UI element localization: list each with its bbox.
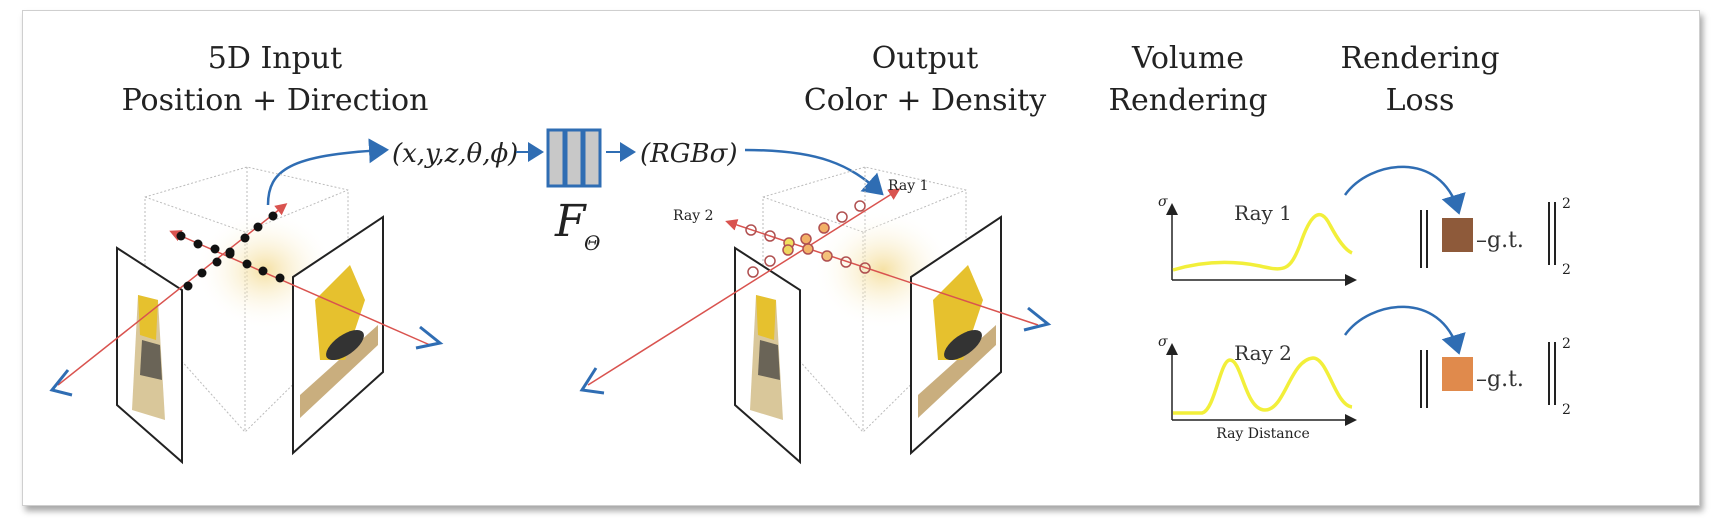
x-axis-label: Ray Distance (1216, 426, 1310, 442)
camera-right-icon (1023, 306, 1052, 332)
minus-ground-truth: –g.t. (1476, 367, 1524, 392)
norm-subscript: 2 (1562, 262, 1571, 278)
sample-to-input-arrow (266, 138, 389, 206)
output-scene: Ray 1 Ray 2 (579, 166, 1052, 465)
loss-term-ray-1: –g.t. 2 2 (1420, 196, 1571, 278)
sigma-label: σ (1158, 194, 1168, 210)
sigma-label: σ (1158, 334, 1168, 350)
output-to-scene-arrow (744, 148, 884, 196)
input-tuple: (x,y,z,θ,ϕ) (392, 139, 518, 169)
ray-1-label: Ray 1 (888, 178, 928, 194)
density-plot-ray-1: σ Ray 1 (1158, 194, 1357, 286)
ray-2-line (725, 219, 1039, 326)
network-label: F (554, 196, 587, 247)
mlp-network-icon (546, 128, 602, 188)
density-curve (1173, 356, 1353, 415)
density-plot-ray-2: σ Ray 2 Ray Distance (1158, 334, 1357, 442)
sample-points (176, 211, 285, 291)
camera-image-right (292, 215, 384, 456)
title-output: Output (872, 41, 979, 76)
title-5d-input: 5D Input (208, 41, 342, 76)
title-volume: Volume (1131, 41, 1244, 76)
camera-image-left (116, 246, 183, 465)
colored-sample-points (745, 200, 871, 278)
norm-subscript: 2 (1562, 402, 1571, 418)
output-tuple: (RGBσ) (640, 139, 738, 169)
title-loss: Loss (1386, 83, 1455, 118)
predicted-color-swatch (1442, 357, 1473, 391)
ray-2-label: Ray 2 (673, 208, 713, 224)
camera-left-icon (49, 369, 73, 397)
title-position-direction: Position + Direction (122, 83, 429, 118)
title-color-density: Color + Density (804, 83, 1046, 118)
camera-image-left (734, 246, 801, 465)
plot-title-ray-1: Ray 1 (1234, 201, 1292, 225)
density-curve (1172, 212, 1353, 272)
loss-term-ray-2: –g.t. 2 2 (1420, 336, 1571, 418)
ray-1-line (587, 188, 901, 386)
predicted-color-swatch (1442, 218, 1473, 252)
ray-2-to-loss-arrow (1343, 305, 1466, 355)
camera-left-icon (579, 367, 605, 395)
network-subscript: Θ (584, 231, 600, 255)
minus-ground-truth: –g.t. (1476, 228, 1524, 253)
plot-title-ray-2: Ray 2 (1234, 341, 1292, 365)
norm-superscript: 2 (1562, 196, 1571, 212)
camera-right-icon (415, 325, 444, 350)
input-scene (49, 166, 444, 465)
camera-image-right (910, 215, 1002, 456)
ray-1-to-loss-arrow (1343, 165, 1466, 215)
norm-superscript: 2 (1562, 336, 1571, 352)
title-rendering: Rendering (1108, 83, 1267, 118)
title-rendering-loss-1: Rendering (1340, 41, 1499, 76)
